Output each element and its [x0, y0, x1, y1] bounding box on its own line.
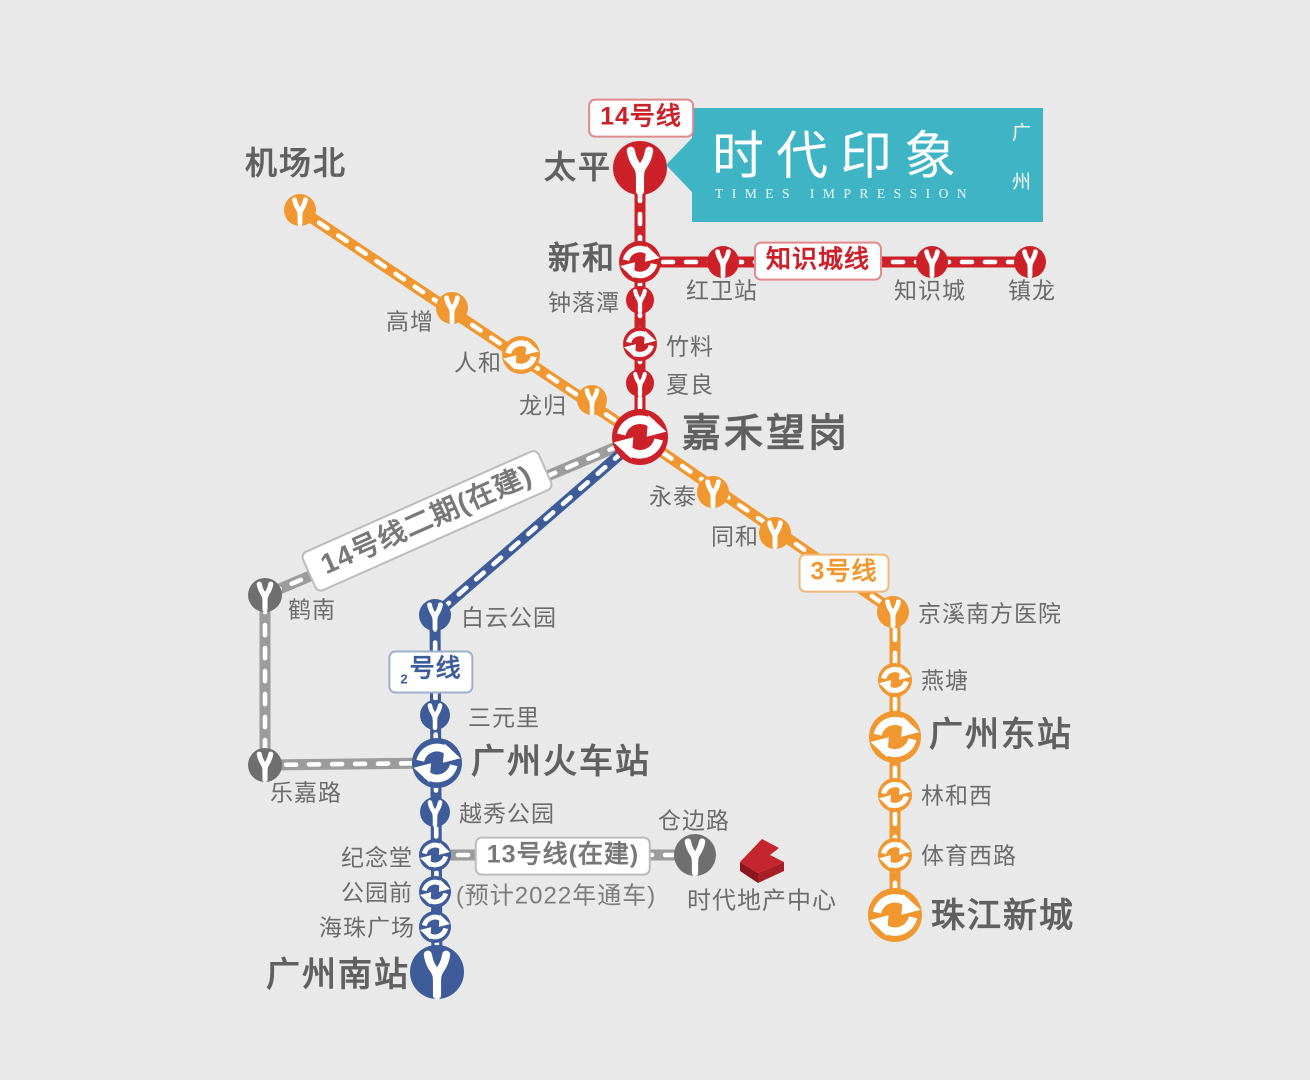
station-guangzhouhuochezhan — [412, 738, 462, 788]
station-yantang — [878, 663, 912, 697]
station-xinhe — [619, 241, 661, 283]
station-tiyuxilu — [878, 838, 912, 872]
station-linhexi — [878, 778, 912, 812]
station-guangzhoudongzhan — [869, 711, 921, 763]
station-zhishicheng — [916, 246, 948, 278]
station-label-zhuliao: 竹料 — [666, 333, 714, 360]
station-lejialu — [248, 748, 282, 782]
station-xialiang — [626, 369, 654, 397]
banner-arrow-left — [666, 138, 692, 192]
station-label-yuexiugongyuan: 越秀公园 — [459, 800, 555, 827]
line13-opening-note: (预计2022年通车) — [455, 882, 657, 910]
station-guangzhounanzhan — [410, 945, 464, 999]
station-tonghe — [759, 517, 791, 549]
station-label-xialiang: 夏良 — [666, 371, 714, 398]
brand-banner: 时代印象 TIMES IMPRESSION 广 州 — [666, 108, 1043, 222]
station-henan — [248, 578, 282, 612]
station-label-longgui: 龙归 — [519, 392, 567, 419]
station-label-renhe: 人和 — [454, 349, 502, 376]
station-label-zhujiangxincheng: 珠江新城 — [931, 897, 1075, 935]
station-label-yantang: 燕塘 — [921, 667, 969, 694]
station-label-henan: 鹤南 — [288, 596, 336, 623]
station-label-jiahewanggang: 嘉禾望岗 — [682, 412, 851, 456]
station-label-jichangbei: 机场北 — [244, 145, 348, 181]
station-yuexiugongyuan — [420, 797, 450, 827]
station-label-taiping: 太平 — [543, 149, 612, 185]
zhishicheng-line-label: 知识城线 — [753, 241, 883, 281]
station-label-hongweizhan: 红卫站 — [686, 277, 758, 304]
line3-label: 3号线 — [798, 553, 890, 593]
station-yongtai — [697, 476, 729, 508]
station-label-xinhe: 新和 — [547, 240, 616, 276]
station-label-cangbianlu: 仓边路 — [658, 807, 730, 834]
station-jiniantang — [419, 839, 451, 871]
station-cangbianlu — [674, 834, 716, 876]
station-gongyuanqian — [419, 876, 451, 908]
station-label-linhexi: 林和西 — [921, 782, 993, 809]
station-jichangbei — [284, 194, 316, 226]
station-haizhuguangchang — [419, 911, 451, 943]
station-label-gaozeng: 高增 — [386, 308, 434, 335]
station-label-guangzhoudongzhan: 广州东站 — [929, 716, 1073, 754]
brand-city-vertical: 广 州 — [1012, 124, 1031, 192]
station-label-zhishicheng: 知识城 — [894, 277, 966, 304]
station-label-gongyuanqian: 公园前 — [341, 879, 413, 906]
station-jingxinanfangyiyuan — [877, 596, 909, 628]
times-property-center-label: 时代地产中心 — [687, 887, 837, 915]
station-label-baiyungongyuan: 白云公园 — [461, 604, 557, 631]
brand-subtitle: TIMES IMPRESSION — [715, 186, 976, 201]
station-renhe — [502, 336, 540, 374]
station-label-zhongluotan: 钟落潭 — [548, 289, 620, 316]
line13-label: 13号线(在建) — [474, 836, 652, 876]
brand-title: 时代印象 — [712, 127, 969, 187]
station-taiping — [613, 141, 667, 195]
station-label-zhenlong: 镇龙 — [1008, 277, 1056, 304]
station-label-guangzhounanzhan: 广州南站 — [266, 956, 410, 994]
times-property-logo-icon — [740, 839, 784, 883]
station-label-guangzhouhuochezhan: 广州火车站 — [471, 743, 651, 781]
station-label-tiyuxilu: 体育西路 — [921, 842, 1017, 869]
station-label-lejialu: 乐嘉路 — [270, 779, 342, 806]
station-zhuliao — [623, 327, 657, 361]
station-gaozeng — [436, 292, 468, 324]
station-baiyungongyuan — [419, 599, 451, 631]
line2-number: 2 — [400, 671, 409, 687]
station-label-yongtai: 永泰 — [649, 483, 697, 510]
brand-city-top: 广 — [1011, 123, 1031, 144]
station-zhongluotan — [626, 286, 654, 314]
station-label-jiniantang: 纪念堂 — [341, 844, 413, 871]
station-label-jingxinanfangyiyuan: 京溪南方医院 — [918, 600, 1062, 627]
station-longgui — [577, 385, 607, 415]
station-sanyuanli — [420, 700, 450, 730]
line14-label: 14号线 — [588, 98, 694, 138]
line2-label: 2号线 — [388, 650, 474, 694]
station-jiahewanggang — [612, 409, 668, 465]
station-zhenlong — [1014, 246, 1046, 278]
station-label-tonghe: 同和 — [711, 523, 759, 550]
station-label-haizhuguangchang: 海珠广场 — [319, 914, 415, 941]
line2-suffix: 号线 — [409, 654, 462, 683]
station-label-sanyuanli: 三元里 — [468, 704, 540, 731]
station-zhujiangxincheng — [868, 888, 922, 942]
brand-city-bottom: 州 — [1011, 172, 1031, 193]
station-hongweizhan — [707, 246, 739, 278]
